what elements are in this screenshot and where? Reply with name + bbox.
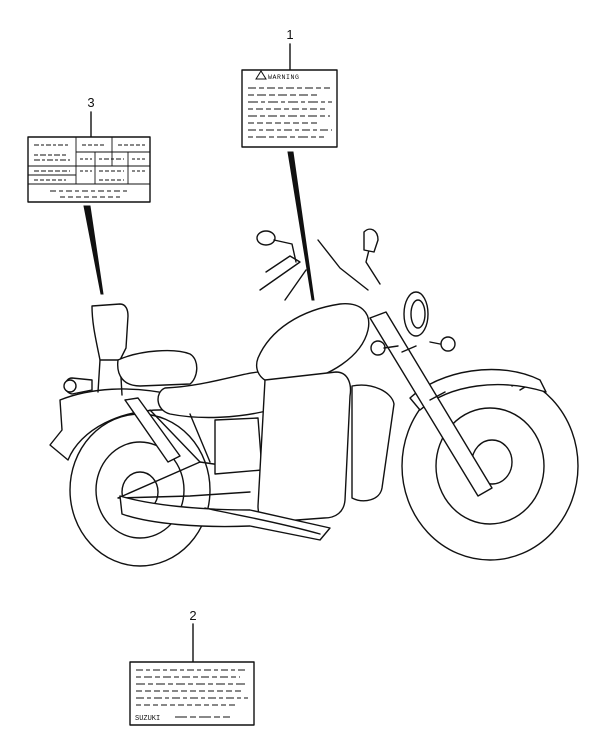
callout-number-3: 3 (87, 95, 94, 110)
callout-number-1: 1 (286, 27, 293, 42)
id-plate-brand: SUZUKI (135, 715, 160, 723)
callout-2: 2 SUZUKI (129, 608, 255, 726)
table-label-grid (28, 137, 150, 185)
callout-3-leader (83, 205, 104, 295)
callout-number-2: 2 (189, 608, 196, 623)
callout-1-leader (287, 151, 315, 301)
callout-1: 1 WARNING (241, 27, 338, 301)
callout-3: 3 (27, 95, 151, 295)
id-plate-label (129, 661, 255, 726)
warning-label-text-lines (248, 87, 332, 138)
warning-triangle-icon (255, 70, 267, 80)
table-label-text-lines (34, 144, 147, 198)
warning-label-heading: WARNING (268, 74, 300, 81)
id-plate-text-lines (136, 669, 248, 718)
table-label (27, 136, 151, 203)
motorcycle-drawing (49, 228, 579, 567)
